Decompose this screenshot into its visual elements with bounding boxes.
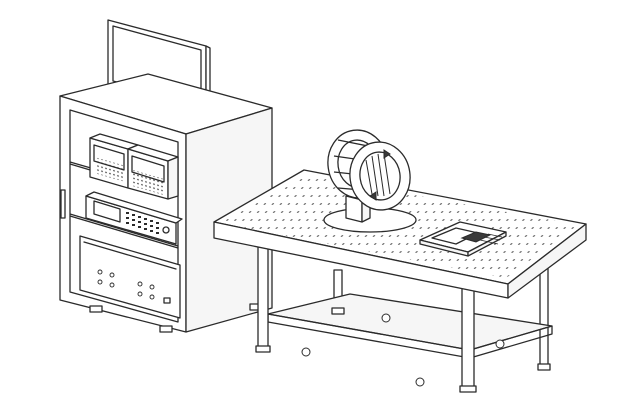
circuit-board [419, 221, 507, 257]
signal-analyzer-right [127, 144, 179, 200]
power-supply [79, 235, 181, 319]
signal-analyzer-left [89, 133, 139, 189]
coil-assembly [323, 129, 417, 233]
function-generator [85, 191, 183, 245]
